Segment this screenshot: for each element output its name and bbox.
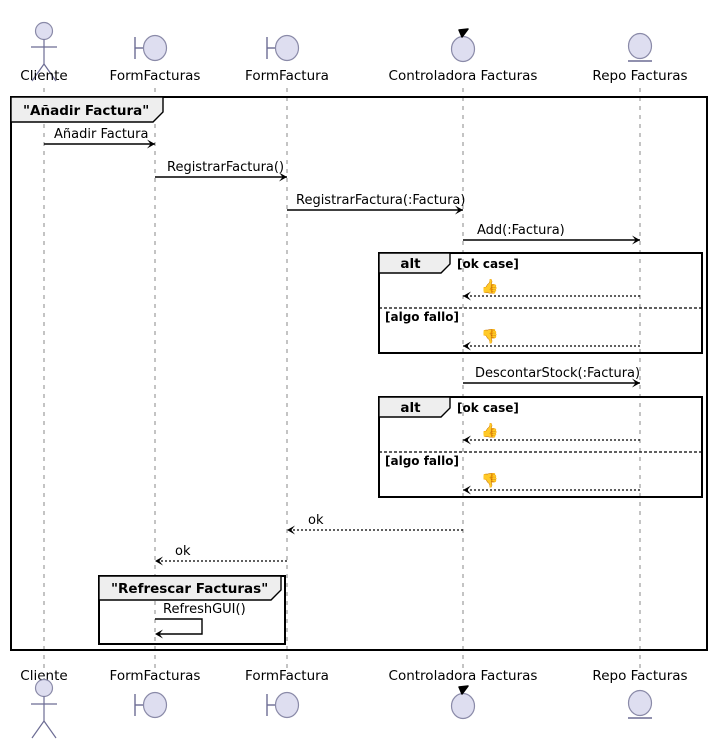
boundary-circle-icon (142, 34, 168, 62)
participant-label-bottom-controladora: Controladora Facturas (389, 668, 538, 684)
message-m11[interactable]: ok (155, 544, 287, 566)
message-m4[interactable]: Add(:Factura) (463, 223, 640, 245)
message-m3[interactable]: RegistrarFactura(:Factura) (287, 193, 465, 215)
participant-label-bottom-cliente: Cliente (20, 668, 67, 684)
fragments-layer: alt [ok case] [algo fallo] alt [ok case] [alg… (378, 252, 703, 498)
fragment-border (378, 252, 703, 354)
participant-label-cliente: Cliente (20, 68, 67, 84)
frame-border (10, 96, 708, 651)
fragment-alt-2[interactable]: alt [ok case] [algo fallo] (378, 396, 703, 498)
control-circle-icon (450, 35, 476, 63)
message-arrowhead (147, 139, 155, 149)
self-message-line (155, 618, 203, 635)
entity-circle-icon (627, 689, 653, 717)
message-arrowhead (279, 172, 287, 182)
participant-icon-formfacturas-bottom[interactable] (134, 691, 168, 719)
actor-leg-right-icon (43, 63, 57, 82)
fragment-alt-1[interactable]: alt [ok case] [algo fallo] (378, 252, 703, 354)
participant-icon-formfactura-bottom[interactable] (266, 691, 300, 719)
message-label: ok (308, 513, 324, 528)
message-label: Añadir Factura (54, 127, 149, 142)
frame-tab (10, 96, 164, 123)
message-m10[interactable]: ok (287, 513, 463, 535)
fragment-guard-label: [ok case] (457, 401, 519, 415)
frame-frame-refrescar-facturas[interactable]: "Refrescar Facturas" (98, 575, 286, 645)
participant-label-bottom-formfactura: FormFactura (245, 668, 329, 684)
message-label: 👎 (481, 472, 498, 489)
participant-icon-cliente-bottom[interactable] (31, 678, 57, 739)
control-circle-icon (450, 692, 476, 720)
message-m5[interactable]: 👍 (463, 278, 640, 301)
actor-leg-left-icon (31, 63, 45, 82)
message-arrowhead (463, 341, 471, 351)
message-arrowhead (463, 485, 471, 495)
message-arrowhead (463, 435, 471, 445)
fragment-border (378, 396, 703, 498)
message-label: 👎 (481, 328, 498, 345)
boundary-circle-icon (274, 34, 300, 62)
participant-icon-repo-top[interactable] (627, 32, 653, 62)
message-label: ok (175, 544, 191, 559)
fragment-guard-label: [algo fallo] (385, 310, 459, 324)
actor-head-icon (34, 678, 54, 698)
boundary-circle-icon (142, 691, 168, 719)
participants-footer: Cliente FormFacturas FormFactura Controlado… (20, 668, 688, 739)
self-message-sm1[interactable]: RefreshGUI() (155, 602, 246, 639)
message-m9[interactable]: 👎 (463, 472, 640, 495)
participant-label-formfacturas: FormFacturas (110, 68, 201, 84)
message-label: DescontarStock(:Factura) (475, 366, 640, 381)
fragment-guard-label: [algo fallo] (385, 454, 459, 468)
lifelines-layer (43, 88, 641, 668)
message-arrowhead (287, 525, 295, 535)
fragment-operator-label: alt (400, 400, 421, 416)
message-label: 👍 (481, 422, 498, 439)
fragment-operator-label: alt (400, 256, 421, 272)
message-arrowhead (632, 235, 640, 245)
control-arrow-icon (458, 28, 469, 38)
frame-frame-anadir-factura[interactable]: "Añadir Factura" (10, 96, 708, 651)
participant-icon-controladora-top[interactable] (450, 28, 476, 63)
frame-tab (98, 575, 282, 601)
fragment-tab (378, 252, 451, 274)
participants-header: Cliente FormFacturas FormFactura Controlado… (20, 21, 688, 84)
participant-icon-formfacturas-top[interactable] (134, 34, 168, 62)
message-arrowhead (632, 378, 640, 388)
frame-title-label: "Añadir Factura" (23, 103, 149, 119)
actor-leg-left-icon (31, 720, 45, 739)
participant-label-bottom-formfacturas: FormFacturas (110, 668, 201, 684)
participant-label-controladora: Controladora Facturas (389, 68, 538, 84)
self-message-arrowhead (155, 629, 163, 639)
frame-title-label: "Refrescar Facturas" (111, 581, 268, 597)
message-m1[interactable]: Añadir Factura (44, 127, 155, 149)
fragment-guard-label: [ok case] (457, 257, 519, 271)
participant-icon-formfactura-top[interactable] (266, 34, 300, 62)
participant-label-repo: Repo Facturas (592, 68, 687, 84)
message-m8[interactable]: 👍 (463, 422, 640, 445)
frames-layer: "Añadir Factura" "Refrescar Facturas" (10, 96, 708, 651)
message-label: RegistrarFactura() (167, 160, 284, 175)
message-arrowhead (463, 291, 471, 301)
participant-label-bottom-repo: Repo Facturas (592, 668, 687, 684)
entity-circle-icon (627, 32, 653, 60)
participant-label-formfactura: FormFactura (245, 68, 329, 84)
message-m2[interactable]: RegistrarFactura() (155, 160, 287, 182)
boundary-circle-icon (274, 691, 300, 719)
fragment-tab (378, 396, 451, 418)
actor-leg-right-icon (43, 720, 57, 739)
message-m7[interactable]: DescontarStock(:Factura) (463, 366, 640, 388)
self-message-label: RefreshGUI() (163, 602, 246, 617)
actor-head-icon (34, 21, 54, 41)
message-label: RegistrarFactura(:Factura) (296, 193, 465, 208)
control-arrow-icon (458, 685, 469, 695)
message-label: 👍 (481, 278, 498, 295)
participant-icon-controladora-bottom[interactable] (450, 685, 476, 720)
message-label: Add(:Factura) (477, 223, 565, 238)
participant-icon-repo-bottom[interactable] (627, 689, 653, 719)
message-m6[interactable]: 👎 (463, 328, 640, 351)
message-arrowhead (155, 556, 163, 566)
message-arrowhead (455, 205, 463, 215)
participant-icon-cliente-top[interactable] (31, 21, 57, 82)
